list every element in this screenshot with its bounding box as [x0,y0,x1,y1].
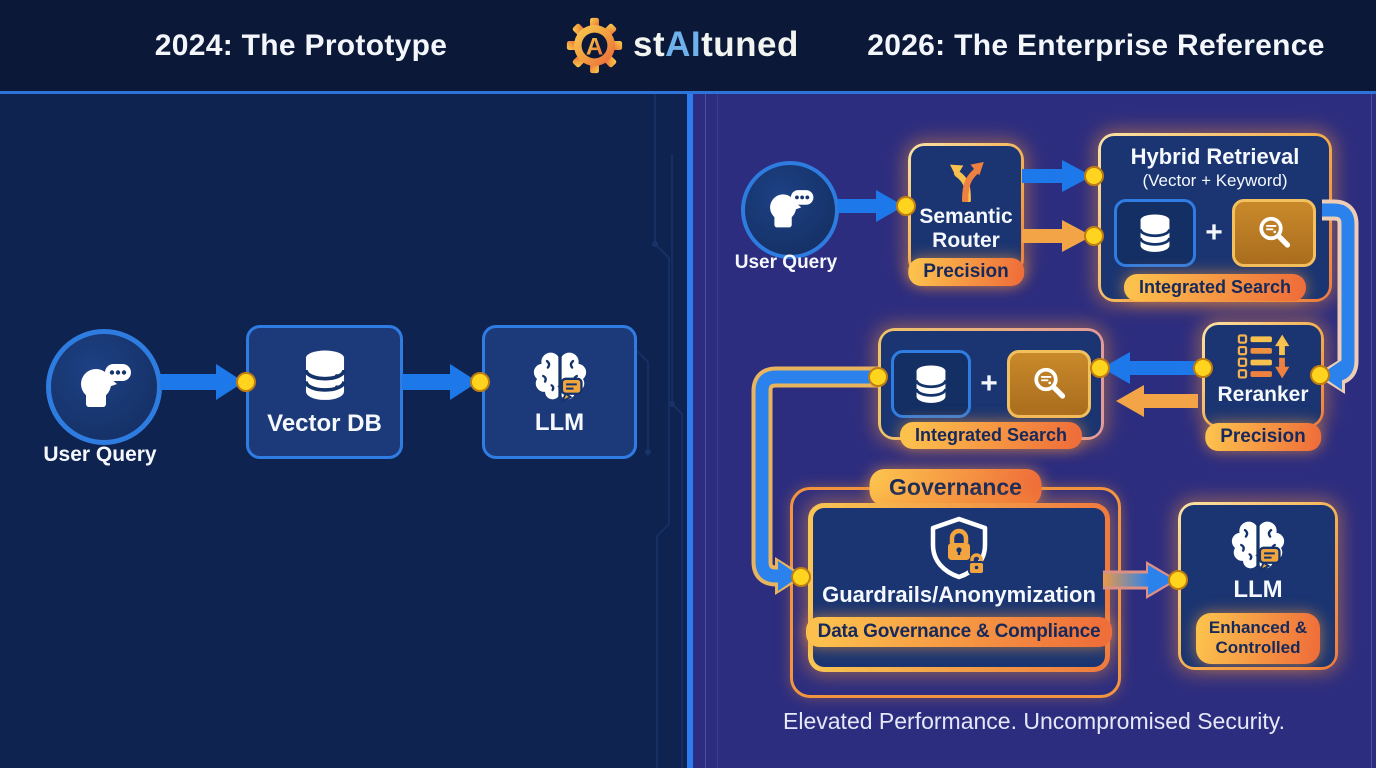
hybrid-retrieval-node: Hybrid Retrieval (Vector + Keyword) + [1098,133,1332,302]
brand-ai: AI [665,25,702,64]
left-era-title: 2024: The Prototype [154,29,448,62]
brand-tuned: tuned [701,25,799,64]
data-governance-badge: Data Governance & Compliance [805,617,1113,647]
user-query-icon [770,190,814,228]
circuit-line [1371,94,1372,768]
enterprise-llm-title: LLM [1233,576,1283,603]
precision-badge: Precision [908,258,1024,286]
governance-label: Governance [869,469,1042,506]
brand-wordmark: stAItuned [633,25,799,65]
shield-lock-icon [930,516,988,580]
brand-st: st [633,25,666,64]
integrated-search-badge: Integrated Search [899,422,1083,449]
hybrid-retrieval-title: Hybrid Retrieval [1130,144,1300,169]
integrated-search-node: + Integrated Search [878,328,1104,449]
enterprise-user-query-label: User Query [734,252,838,273]
prototype-llm-label: LLM [534,408,585,436]
integrated-search-badge: Integrated Search [1123,274,1307,301]
database-icon [1139,214,1172,252]
gear-logo-icon: A [566,17,623,74]
right-era-title: 2026: The Enterprise Reference [867,29,1325,62]
database-icon [915,365,948,403]
panel-divider [687,94,693,768]
enterprise-user-query-node [741,161,839,259]
magnifier-icon [1034,367,1065,399]
speech-dots-icon [795,195,810,200]
speech-dots-icon [109,370,127,375]
rank-list-icon [1237,334,1290,379]
keyword-search-chip [1231,199,1316,267]
enterprise-caption: Elevated Performance. Uncompromised Secu… [783,708,1285,734]
guardrails-node: Guardrails/Anonymization Data Governance… [805,503,1113,672]
prototype-llm-node: LLM [482,325,637,459]
branching-arrows-icon [950,162,984,202]
prototype-vector-db-node: Vector DB [246,325,403,459]
database-icon [303,350,346,400]
precision-badge: Precision [1205,423,1321,451]
reranker-title: Reranker [1217,383,1309,406]
governance-container: Governance [790,469,1121,698]
circuit-line [705,94,706,768]
user-query-icon [81,364,131,407]
chat-bubble-icon [559,377,583,403]
magnifier-icon [1259,216,1290,248]
vector-db-label: Vector DB [267,410,382,437]
small-lock-icon [968,553,985,575]
chat-bubble-icon [1258,546,1281,573]
guardrails-title: Guardrails/Anonymization [822,582,1096,607]
prototype-user-query-label: User Query [43,443,157,466]
circuit-line [717,94,718,768]
header-bar: 2024: The Prototype A stAItuned [0,0,1376,94]
hybrid-retrieval-subtitle: (Vector + Keyword) [1142,171,1288,190]
keyword-search-chip [1006,350,1091,418]
semantic-router-title: Semantic Router [919,205,1013,253]
reranker-node: Reranker Precision [1202,322,1324,451]
prototype-user-query-node [46,329,162,445]
plus-sign: + [1205,216,1223,249]
vector-db-chip [1114,199,1197,267]
vector-db-chip [891,350,972,418]
plus-sign: + [980,367,998,400]
enhanced-controlled-badge: Enhanced & Controlled [1196,613,1320,664]
brain-icon [533,352,586,403]
semantic-router-node: Semantic Router Precision [908,143,1024,286]
svg-text:A: A [586,33,603,60]
brain-icon [1231,521,1285,573]
enterprise-llm-node: LLM Enhanced & Controlled [1178,502,1338,670]
circuit-traces [629,94,683,768]
